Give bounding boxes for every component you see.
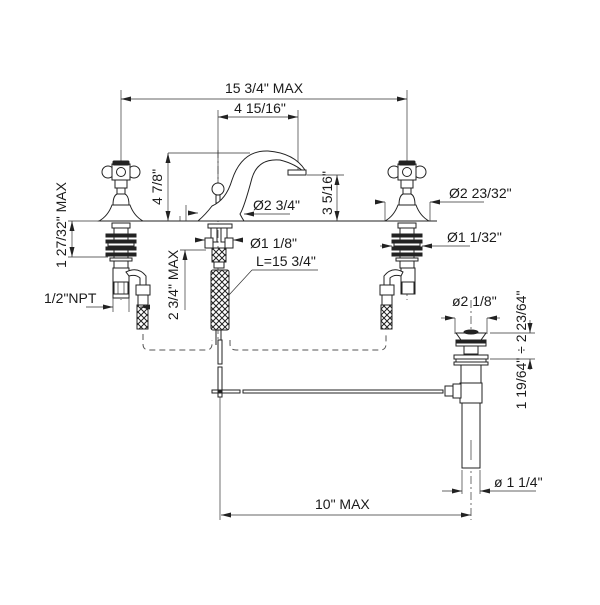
pop-up-drain (444, 300, 489, 520)
drain-range-dimension: 1 19/64" ÷ 2 23/64" (490, 291, 535, 410)
spout-outlet-height-label: 3 5/16" (319, 171, 335, 215)
handle-shank-diameter-label: Ø1 1/32" (447, 229, 502, 245)
hose-length-label: L=15 3/4" (256, 253, 316, 269)
right-handle-valve (379, 160, 431, 330)
spout-shank-length-dimension: 2 3/4" MAX (165, 216, 206, 320)
spout-base-diameter-dimension: Ø2 3/4" (185, 197, 300, 221)
spout-reach-label: 4 15/16" (234, 100, 286, 116)
handle-base-diameter-label: Ø2 23/32" (449, 185, 512, 201)
spout-height-label: 4 7/8" (149, 169, 165, 205)
hose-routing-dashed (142, 334, 387, 351)
spout-shank-length-label: 2 3/4" MAX (165, 249, 181, 320)
drain-flange-diameter-dimension: ø2 1/8" (441, 293, 500, 334)
handle-shank-length-label: 1 27/32" MAX (53, 181, 69, 268)
drain-range-label: 1 19/64" ÷ 2 23/64" (513, 291, 529, 410)
tailpiece-diameter-label: ø 1 1/4" (494, 474, 543, 490)
spout (195, 150, 307, 355)
spout-base-diameter-label: Ø2 3/4" (253, 197, 300, 213)
overall-width-dimension: 15 3/4" MAX (120, 80, 408, 160)
supply-connection-dimension: 1/2"NPT (44, 290, 150, 312)
spout-shank-diameter-dimension: Ø1 1/8" (250, 235, 297, 251)
drain-lift-rod (211, 339, 444, 520)
spout-outlet-height-dimension: 3 5/16" (307, 171, 344, 221)
overall-width-label: 15 3/4" MAX (225, 80, 304, 96)
tailpiece-diameter-dimension: ø 1 1/4" (442, 470, 543, 494)
hose-length-dimension: L=15 3/4" (228, 253, 318, 296)
handle-shank-length-dimension: 1 27/32" MAX (53, 181, 108, 268)
drain-flange-diameter-label: ø2 1/8" (452, 293, 497, 309)
spout-reach-dimension: 4 15/16" (217, 100, 299, 195)
handle-shank-diameter-dimension: Ø1 1/32" (380, 229, 502, 249)
handle-base-diameter-dimension: Ø2 23/32" (375, 185, 512, 221)
spout-shank-diameter-label: Ø1 1/8" (250, 235, 297, 251)
drain-rod-reach-dimension: 10" MAX (221, 496, 471, 518)
spout-height-dimension: 4 7/8" (149, 152, 250, 221)
supply-connection-label: 1/2"NPT (44, 290, 97, 306)
left-handle-valve (97, 160, 151, 330)
drain-rod-reach-label: 10" MAX (315, 496, 370, 512)
